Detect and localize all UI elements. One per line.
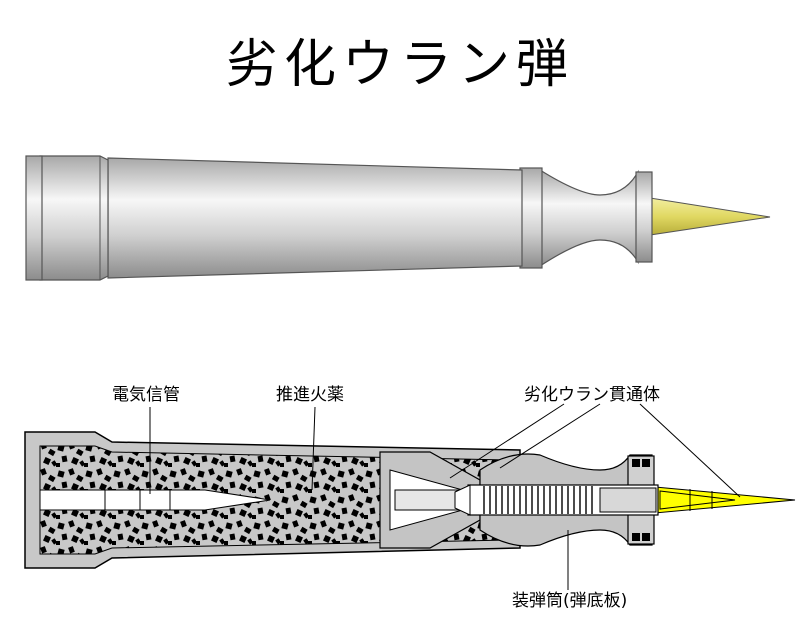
exterior-sabot bbox=[539, 168, 639, 268]
label-fuze: 電気信管 bbox=[112, 385, 180, 405]
leader-lines bbox=[149, 403, 741, 590]
diagram-title: 劣化ウラン弾 bbox=[225, 35, 574, 95]
exterior-view bbox=[25, 155, 771, 281]
cutaway-view bbox=[24, 431, 796, 569]
exterior-case-shoulder bbox=[39, 155, 109, 281]
cutaway-penetrator-tip bbox=[654, 486, 796, 514]
exterior-case-body bbox=[107, 157, 523, 279]
label-sabot: 装弾筒(弾底板) bbox=[512, 591, 627, 611]
exterior-case-rim bbox=[25, 155, 43, 281]
exterior-penetrator-tip bbox=[649, 197, 771, 236]
label-propellant: 推進火薬 bbox=[276, 385, 344, 405]
exterior-sabot-front-ring bbox=[635, 171, 653, 263]
label-penetrator: 劣化ウラン貫通体 bbox=[524, 385, 660, 405]
exterior-sabot-band bbox=[519, 167, 543, 269]
cutaway-fuze-tube bbox=[39, 489, 271, 511]
